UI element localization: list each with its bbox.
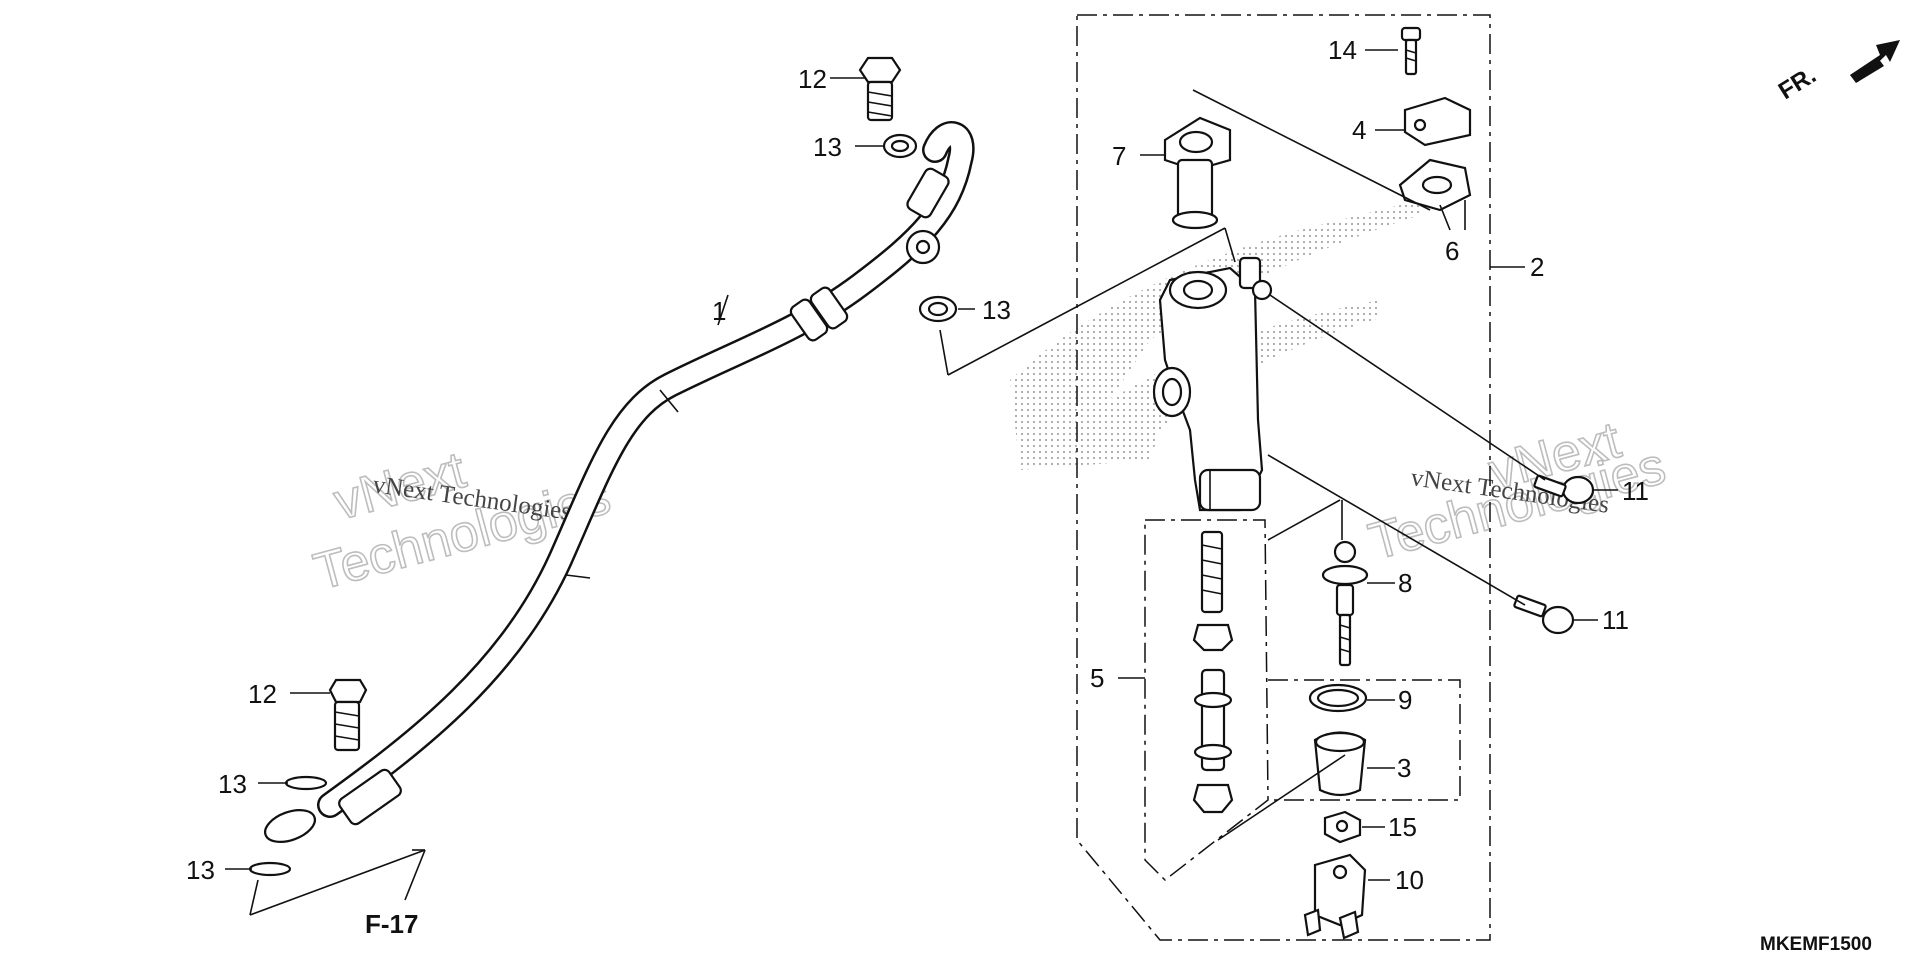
callout-3: 3 — [1397, 753, 1411, 783]
callout-11-upper: 11 — [1622, 476, 1649, 506]
callout-13-lower-b: 13 — [186, 855, 215, 885]
direction-label: FR. — [1774, 62, 1821, 105]
front-direction-arrow: FR. — [1774, 40, 1900, 105]
callout-11-lower: 11 — [1602, 605, 1629, 635]
reference-label: F-17 — [365, 909, 418, 939]
watermark-logo — [1010, 200, 1420, 470]
piston-kit-outline — [1144, 519, 1269, 881]
reservoir-kit-outline — [1268, 679, 1461, 801]
leader-lines — [225, 49, 1618, 916]
callout-10: 10 — [1395, 865, 1424, 895]
brake-hose — [264, 121, 975, 843]
callout-12-lower: 12 — [248, 679, 277, 709]
callout-numbers: 1 2 3 4 5 6 7 8 9 10 11 11 12 12 13 13 1… — [186, 35, 1649, 895]
diagram-code: MKEMF1500 — [1760, 934, 1872, 955]
master-cylinder-body — [1152, 256, 1273, 512]
callout-13-lower-a: 13 — [218, 769, 247, 799]
cap-screw — [1400, 26, 1422, 76]
mounting-bolt-lower — [1513, 594, 1575, 635]
circlip — [1308, 683, 1368, 713]
middle-sealing-washer-hole — [927, 301, 949, 317]
lower-sealing-washer-b — [248, 861, 292, 877]
assembly-outline — [1076, 14, 1491, 941]
push-rod — [1321, 540, 1369, 667]
push-rod-joint — [1303, 853, 1367, 940]
upper-banjo-bolt — [858, 56, 902, 122]
reservoir-cap — [1403, 96, 1472, 147]
boot — [1313, 731, 1367, 797]
callout-5: 5 — [1090, 663, 1104, 693]
piston-kit — [1192, 530, 1234, 814]
callout-15: 15 — [1388, 812, 1417, 842]
diaphragm-plate — [1398, 158, 1472, 212]
callout-9: 9 — [1398, 685, 1412, 715]
callout-2: 2 — [1530, 252, 1544, 282]
reservoir-joint — [1163, 116, 1232, 230]
callout-7: 7 — [1112, 141, 1126, 171]
callout-8: 8 — [1398, 568, 1412, 598]
callout-4: 4 — [1352, 115, 1366, 145]
callout-14: 14 — [1328, 35, 1357, 65]
callout-6: 6 — [1445, 236, 1459, 266]
callout-13-upper: 13 — [813, 132, 842, 162]
lower-sealing-washer-a — [284, 775, 328, 791]
lower-banjo-bolt — [328, 678, 368, 752]
callout-12-upper: 12 — [798, 64, 827, 94]
joint-nut — [1323, 810, 1362, 844]
callout-13-middle: 13 — [982, 295, 1011, 325]
callout-1: 1 — [712, 296, 726, 326]
upper-sealing-washer-hole — [890, 139, 910, 153]
